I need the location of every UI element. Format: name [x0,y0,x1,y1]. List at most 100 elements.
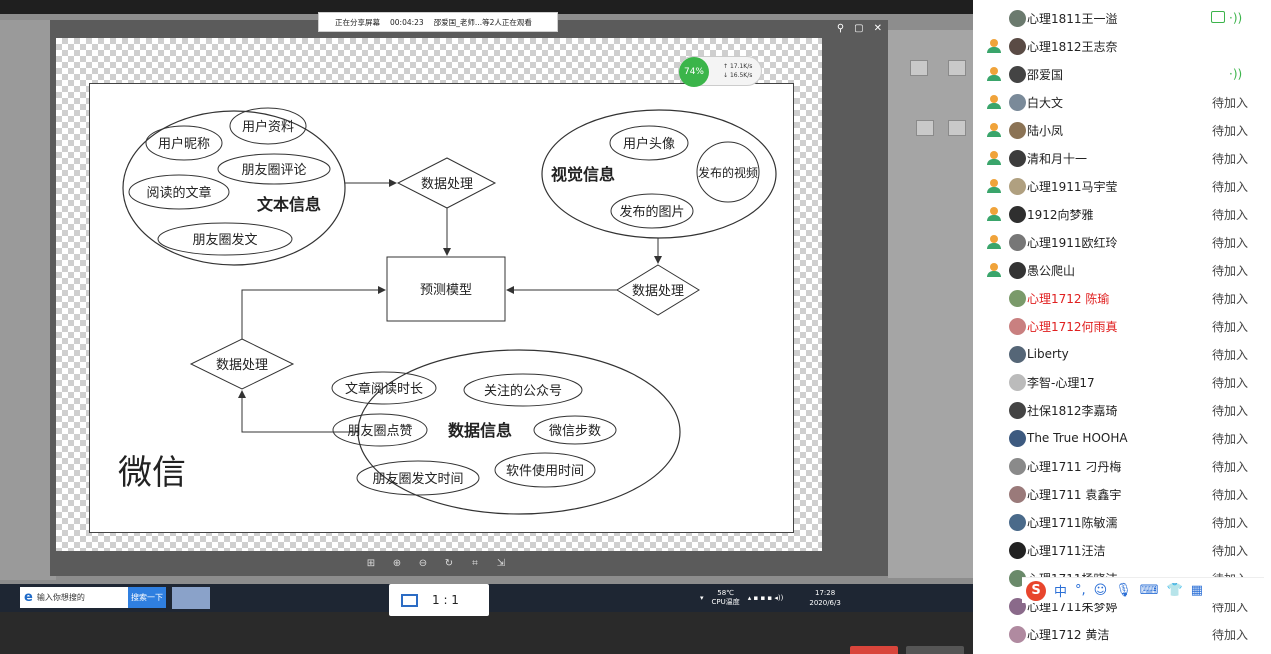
avatar [1009,541,1026,559]
background-app-left [0,20,56,580]
top-bar [0,0,973,14]
avatar [1009,485,1026,503]
model-box [386,256,506,322]
speaking-icon: ·)) [1229,11,1243,25]
participant-row[interactable]: 心理1711朱梦婷待加入 [973,592,1271,620]
participant-row[interactable]: 心理1712何雨真待加入 [973,312,1271,340]
zoom-in-icon[interactable]: ⊕ [392,557,402,569]
microphone-icon[interactable]: 🎙 [1115,583,1132,598]
data-item-bubble [533,415,617,445]
diagram: 用户昵称 用户资料 朋友圈评论 阅读的文章 朋友圈发文 文本信息 用户头像 发布… [118,107,777,515]
participant-name: The True HOOHA [1027,431,1128,445]
ie-icon: e [24,590,33,605]
pin-icon[interactable]: ⚲ [836,23,845,34]
participant-row[interactable]: 心理1711 刁丹梅待加入 [973,452,1271,480]
avatar [1009,205,1026,223]
avatar [1009,597,1026,615]
maximize-icon[interactable]: ▢ [854,23,864,34]
participant-row[interactable]: 心理1812王志奈 [973,32,1271,60]
participant-status: 待加入 [1212,291,1249,306]
participant-row[interactable]: 愚公爬山待加入 [973,256,1271,284]
keyboard-icon[interactable]: ⌨ [1139,583,1159,598]
transparent-canvas: 用户昵称 用户资料 朋友圈评论 阅读的文章 朋友圈发文 文本信息 用户头像 发布… [56,38,822,551]
share-viewers: 邵爱国_老师...等2人正在观看 [433,17,532,27]
punctuation-icon[interactable]: °, [1075,583,1086,598]
user-icon [987,39,1001,53]
participant-row[interactable]: 陆小凤待加入 [973,116,1271,144]
avatar [1009,65,1026,83]
participant-row[interactable]: 心理1911马宇莹待加入 [973,172,1271,200]
text-item-bubble [145,125,223,161]
screen-share-banner: 正在分享屏幕 00:04:23 邵爱国_老师...等2人正在观看 [318,12,558,32]
grid-icon[interactable]: ▦ [1190,583,1203,598]
participant-name: 邵爱国 [1027,67,1064,82]
process-label: 数据处理 [421,177,473,192]
avatar [1009,317,1026,335]
avatar [1009,457,1026,475]
text-item: 阅读的文章 [146,185,211,201]
search-button[interactable]: 搜索一下 [128,587,166,608]
chevron-down-icon[interactable]: ▾ [700,594,704,602]
leave-button[interactable] [850,646,898,654]
text-item: 用户昵称 [158,136,210,152]
crop-icon[interactable]: ⌗ [472,557,478,569]
upload-speed: 17.1K/s [729,63,753,70]
skin-icon[interactable]: 👕 [1166,583,1183,598]
participant-name: Liberty [1027,347,1069,361]
data-item-bubble [331,371,437,405]
participant-name: 心理1711汪洁 [1027,543,1106,558]
image-icon [916,120,934,136]
participant-row[interactable]: 心理1711汪洁待加入 [973,536,1271,564]
participant-list: 心理1811王一溢·))心理1812王志奈邵爱国·))白大文待加入陆小凤待加入清… [973,0,1271,654]
process-label: 数据处理 [216,358,268,373]
participant-name: 心理1712 黄洁 [1027,627,1110,642]
more-button[interactable] [906,646,964,654]
share-timer: 00:04:23 [390,17,424,27]
text-item: 朋友圈评论 [241,162,306,178]
avatar [1009,513,1026,531]
settings-icon [948,120,966,136]
sogou-icon[interactable]: S [1026,580,1046,601]
user-icon [987,95,1001,109]
participant-name: 愚公爬山 [1027,263,1076,278]
participant-row[interactable]: 社保1812李嘉琦待加入 [973,396,1271,424]
close-icon[interactable]: ✕ [873,23,882,34]
participant-row[interactable]: 邵爱国·)) [973,60,1271,88]
participant-row[interactable]: 清和月十一待加入 [973,144,1271,172]
actual-size-icon[interactable]: ⊞ [366,557,376,569]
participant-row[interactable]: 心理1911欧红玲 待加入 [973,228,1271,256]
participant-name: 心理1712 陈瑜 [1027,291,1110,306]
clock-time: 17:28 [815,589,836,597]
participant-row[interactable]: 心理1712 黄洁待加入 [973,620,1271,648]
participant-row[interactable]: 心理1712 陈瑜 待加入 [973,284,1271,312]
ime-mode[interactable]: 中 [1054,585,1068,600]
zoom-out-icon[interactable]: ⊖ [418,557,428,569]
tray-icons[interactable]: ▴ ▪ ▪ ▪ ◂)) [747,594,784,602]
ratio-button[interactable]: 1 : 1 [389,584,489,616]
participant-row[interactable]: 心理1711 袁鑫宇待加入 [973,480,1271,508]
rotate-icon[interactable]: ↻ [444,557,454,569]
emoji-icon[interactable]: ☺ [1093,583,1108,598]
participant-row[interactable]: 心理1811王一溢·)) [973,4,1271,32]
participant-status: 待加入 [1212,179,1249,194]
participant-name: 心理1911欧红玲 [1027,235,1118,250]
export-icon[interactable]: ⇲ [496,557,506,569]
text-item: 用户资料 [242,119,294,135]
arrow [241,286,386,339]
corner-label: 微信 [118,453,186,493]
participant-status: 待加入 [1212,487,1249,502]
clock[interactable]: 17:28 2020/6/3 [809,588,840,608]
viewer-toolbar: ⊞ ⊕ ⊖ ↻ ⌗ ⇲ [364,556,508,570]
participant-row[interactable]: 白大文待加入 [973,88,1271,116]
text-item-bubble [217,153,331,185]
participant-row[interactable]: 1912向梦雅待加入 [973,200,1271,228]
taskbar-app-icon[interactable] [172,587,210,609]
browser-search-box[interactable]: e 输入你想搜的 [20,587,128,608]
viewer-window-controls: ⚲ ▢ ✕ [837,23,882,34]
participant-status: 待加入 [1212,235,1249,250]
network-speed-badge[interactable]: 74% ↑ 17.1K/s ↓ 16.5K/s [678,56,762,87]
participant-row[interactable]: 心理1711陈敏濡待加入 [973,508,1271,536]
